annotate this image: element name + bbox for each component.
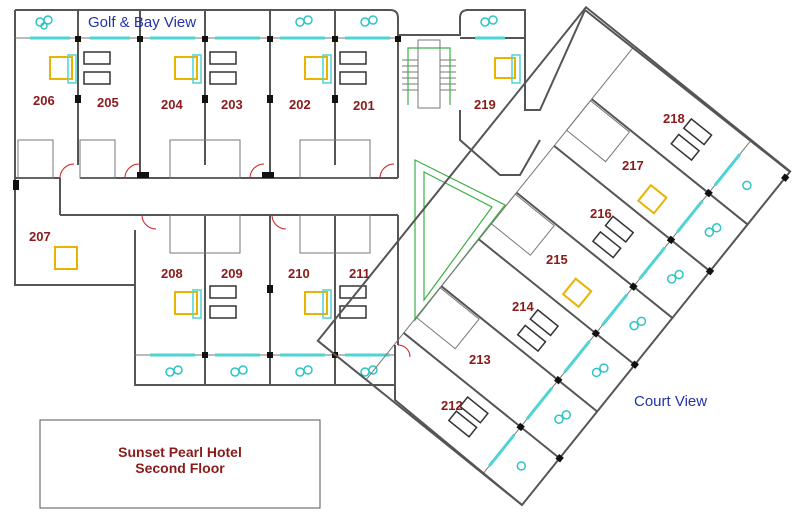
room-number-203: 203 xyxy=(221,97,243,112)
view-label-court: Court View xyxy=(634,393,707,410)
room-number-212: 212 xyxy=(441,398,463,413)
room-number-204: 204 xyxy=(161,97,183,112)
room-number-207: 207 xyxy=(29,229,51,244)
room-numbers: 206 205 204 203 202 201 219 218 217 216 … xyxy=(29,93,685,413)
title-floor: Second Floor xyxy=(135,460,225,476)
room-number-215: 215 xyxy=(546,252,568,267)
room-number-219: 219 xyxy=(474,97,496,112)
room-number-214: 214 xyxy=(512,299,534,314)
right-wing xyxy=(316,5,792,507)
room-number-209: 209 xyxy=(221,266,243,281)
room-number-213: 213 xyxy=(469,352,491,367)
room-number-217: 217 xyxy=(622,158,644,173)
room-number-202: 202 xyxy=(289,97,311,112)
room-219 xyxy=(459,36,541,176)
title-hotel-name: Sunset Pearl Hotel xyxy=(118,444,242,460)
room-number-206: 206 xyxy=(33,93,55,108)
staircase xyxy=(402,39,456,109)
pool xyxy=(414,159,506,322)
room-number-218: 218 xyxy=(663,111,685,126)
left-wing xyxy=(13,9,586,386)
view-label-golf-bay: Golf & Bay View xyxy=(88,14,196,31)
title-block: Sunset Pearl Hotel Second Floor xyxy=(39,419,321,509)
room-number-208: 208 xyxy=(161,266,183,281)
room-number-201: 201 xyxy=(353,98,375,113)
room-number-205: 205 xyxy=(97,95,119,110)
room-number-210: 210 xyxy=(288,266,310,281)
room-number-216: 216 xyxy=(590,206,612,221)
room-number-211: 211 xyxy=(349,266,370,281)
